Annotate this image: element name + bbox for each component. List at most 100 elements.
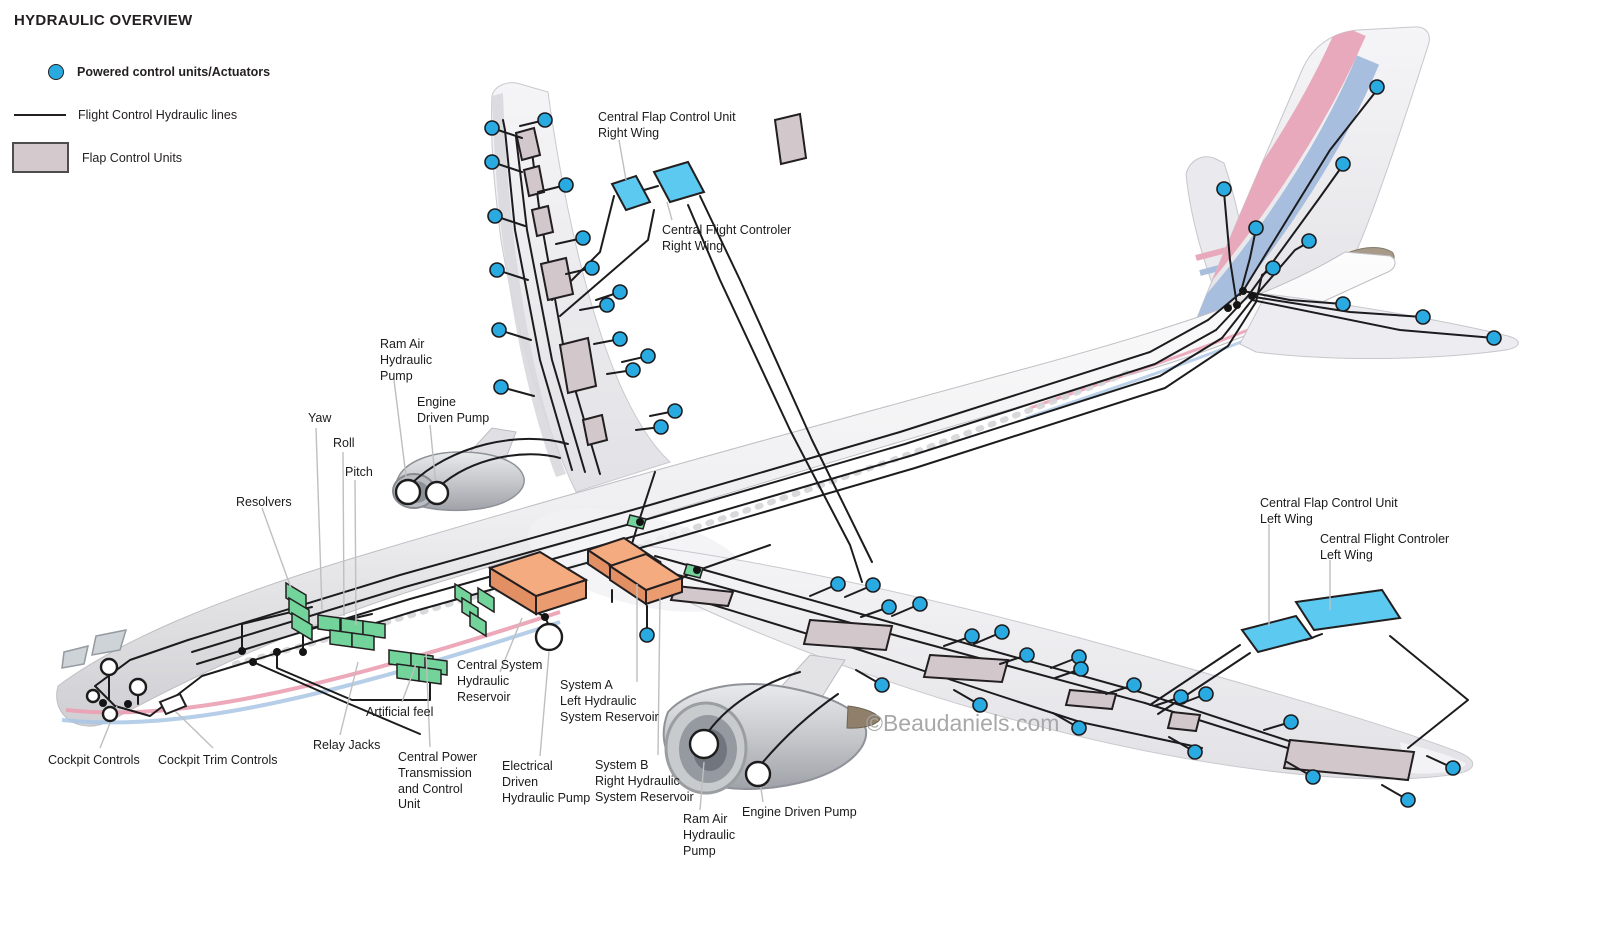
label-leader-line [315, 427, 323, 611]
hydraulic-line [252, 661, 421, 735]
hydraulic-line [94, 639, 203, 717]
hydraulic-line [201, 345, 1229, 677]
line-junction-dot [99, 699, 107, 707]
central-control-unit [1294, 588, 1402, 632]
actuator-dot [1369, 79, 1385, 95]
label-leader-line [657, 597, 661, 756]
actuator-dot [584, 260, 600, 276]
actuator-dot [1305, 769, 1321, 785]
pump-circle [101, 705, 119, 723]
hydraulic-line [1157, 652, 1251, 715]
flap-control-unit [922, 653, 1010, 684]
actuator-dot [640, 348, 656, 364]
hydraulic-reservoir [487, 550, 589, 598]
flap-unit-swatch [12, 142, 69, 173]
flap-control-unit [514, 126, 542, 162]
hydraulic-line [187, 319, 1209, 641]
label-leader-line [539, 651, 550, 757]
control-unit-green [351, 632, 375, 651]
hydraulic-line [643, 185, 659, 191]
actuator-dot [639, 627, 655, 643]
actuator-dot [972, 697, 988, 713]
actuator-dot [1486, 330, 1502, 346]
page-title: HYDRAULIC OVERVIEW [14, 12, 193, 29]
control-unit-green [418, 666, 442, 685]
line-junction-dot [1224, 304, 1232, 312]
pump-circle [128, 677, 148, 697]
hydraulic-line [659, 569, 1317, 758]
trim-tab [158, 692, 188, 716]
actuator-dot [575, 230, 591, 246]
label-resolvers: Resolvers [236, 495, 292, 509]
pump-circle [85, 688, 101, 704]
label-pitch: Pitch [345, 465, 373, 479]
actuator-dot [1445, 760, 1461, 776]
actuator-dot [830, 576, 846, 592]
flap-control-unit [1282, 738, 1416, 782]
actuator-dot [1248, 220, 1264, 236]
label-cockpit-trim-controls: Cockpit Trim Controls [158, 753, 278, 767]
label-yaw: Yaw [308, 411, 332, 425]
fuselage-stripe-blue [61, 620, 561, 725]
pump-circle [99, 657, 119, 677]
label-leader-line [171, 707, 214, 749]
label-leader-line [339, 661, 359, 736]
actuator-dot [874, 677, 890, 693]
hydraulic-line [196, 337, 1223, 665]
central-control-unit [610, 174, 652, 212]
actuator-dot [1073, 661, 1089, 677]
actuator-dot [1335, 156, 1351, 172]
left-engine-spinner [846, 705, 881, 729]
label-leader-line [342, 451, 345, 617]
actuator-dot [1400, 792, 1416, 808]
label-leader-line [429, 424, 437, 487]
legend-flaps-label: Flap Control Units [82, 150, 183, 165]
hydraulic-line [1223, 191, 1238, 306]
fin-stripe-pink [1186, 26, 1366, 346]
legend-actuators-label: Powered control units/Actuators [77, 65, 271, 79]
legend-item-hydraulic-lines: Flight Control Hydraulic lines [14, 108, 237, 122]
line-junction-dot [249, 658, 257, 666]
line-junction-dot [124, 700, 132, 708]
hydraulic-line [699, 195, 873, 563]
actuator-dot [487, 208, 503, 224]
actuator-dot [1335, 296, 1351, 312]
line-junction-dot [1239, 287, 1247, 295]
hydraulic-line [502, 119, 573, 471]
line-junction-dot [273, 648, 281, 656]
actuator-dot [881, 599, 897, 615]
label-cockpit-controls: Cockpit Controls [48, 753, 140, 767]
hydraulic-line [191, 329, 1217, 653]
hydraulic-line-swatch [14, 114, 66, 116]
flap-control-unit [530, 204, 555, 238]
hydraulic-line [276, 651, 431, 701]
watermark: ©Beaudaniels.com [866, 710, 1060, 736]
hydraulic-line [654, 555, 1311, 749]
actuator-dot [612, 331, 628, 347]
label-leader-line [425, 651, 431, 748]
actuator-dot [493, 379, 509, 395]
hydraulic-line [1389, 635, 1469, 749]
hydraulic-line [1242, 290, 1344, 305]
engine-hydraulic-link [703, 671, 801, 739]
control-unit-green [477, 586, 495, 614]
legend-item-flap-units: Flap Control Units [12, 142, 182, 173]
engine-hydraulic-link [438, 453, 561, 488]
actuator-dot [1415, 309, 1431, 325]
actuator-dot [865, 577, 881, 593]
label-leader-line [618, 139, 627, 181]
actuator-dot [964, 628, 980, 644]
actuator-dot [667, 403, 683, 419]
flap-control-unit [773, 112, 808, 166]
legend-item-actuators: Powered control units/Actuators [48, 64, 270, 80]
pump-circle [534, 622, 564, 652]
label-leader-line [499, 617, 523, 673]
actuator-dot [653, 419, 669, 435]
actuator-dot [558, 177, 574, 193]
central-control-unit [1240, 614, 1314, 654]
